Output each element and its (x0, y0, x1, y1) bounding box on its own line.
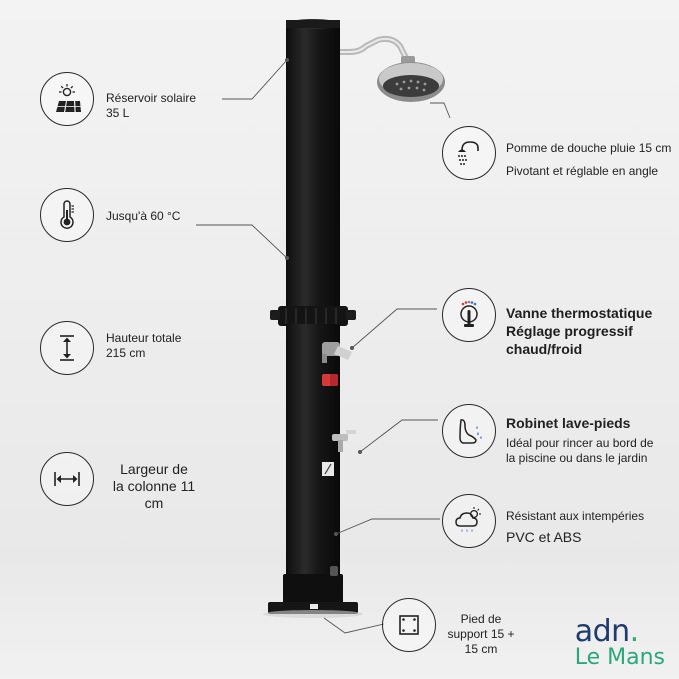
width-arrow-icon (54, 472, 80, 486)
weather-line2: PVC et ABS (506, 529, 582, 545)
base-plate-icon (399, 615, 419, 635)
sun-panel-icon (56, 84, 81, 112)
reservoir-line1: Réservoir solaire (106, 91, 197, 105)
foot-tap (332, 434, 348, 441)
column-base (283, 574, 343, 604)
valve-line3: chaud/froid (506, 341, 583, 357)
width-line1: Largeur de (120, 461, 188, 477)
weather-icon-circle (442, 494, 496, 548)
foot-water-icon (459, 419, 482, 444)
logo-name-text: adn (574, 614, 630, 649)
reservoir-line2: 35 L (106, 106, 130, 120)
leader-lines (196, 59, 451, 634)
foot-tap-line1: Idéal pour rincer au bord de (506, 436, 654, 450)
base-line3: 15 cm (464, 642, 498, 656)
foot-tap-line2: la piscine ou dans le jardin (506, 451, 648, 465)
weather-label: Résistant aux intempéries PVC et ABS (506, 509, 644, 545)
adn-logo: adn. Le Mans (574, 617, 665, 670)
reservoir-icon-circle (40, 72, 94, 126)
logo-city: Le Mans (574, 645, 665, 670)
width-label: Largeur de la colonne 11 cm (104, 461, 204, 512)
shower-head-label: Pomme de douche pluie 15 cm Pivotant et … (506, 141, 671, 179)
logo-dot: . (629, 614, 640, 649)
shower-head-icon-circle (442, 126, 496, 180)
base-label: Pied de support 15 + 15 cm (440, 612, 522, 657)
cloud-rain-icon (455, 507, 481, 532)
reservoir-label: Réservoir solaire 35 L (106, 91, 196, 121)
foot-tap-title: Robinet lave-pieds (506, 415, 631, 431)
valve-handle-icon (460, 300, 478, 327)
temperature-icon-circle (40, 188, 94, 242)
height-line1: Hauteur totale (106, 331, 182, 345)
thermometer-icon (60, 200, 74, 229)
base-icon-circle (382, 598, 436, 652)
base-line1: Pied de (460, 612, 502, 626)
foot-tap-label: Robinet lave-pieds Idéal pour rincer au … (506, 414, 653, 466)
temperature-line1: Jusqu'à 60 °C (106, 209, 181, 223)
width-line2: la colonne 11 (112, 478, 196, 494)
column-collar (278, 306, 348, 326)
foot-tap-icon-circle (442, 404, 496, 458)
shower-head-line2: Pivotant et réglable en angle (506, 164, 659, 178)
valve-line2: Réglage progressif (506, 323, 633, 339)
column-lower (286, 324, 340, 580)
height-icon-circle (40, 321, 94, 375)
shower-head-icon (458, 141, 479, 165)
width-icon-circle (40, 452, 94, 506)
weather-line1: Résistant aux intempéries (506, 509, 645, 523)
height-line2: 215 cm (106, 346, 146, 360)
column-upper (286, 24, 340, 320)
base-line2: support 15 + (447, 627, 515, 641)
valve-label: Vanne thermostatique Réglage progressif … (506, 304, 652, 358)
height-label: Hauteur totale 215 cm (106, 331, 181, 361)
valve-icon-circle (442, 288, 496, 342)
temperature-label: Jusqu'à 60 °C (106, 209, 180, 224)
height-arrow-icon (60, 335, 74, 361)
valve-line1: Vanne thermostatique (506, 305, 653, 321)
logo-name: adn. (575, 617, 665, 647)
valve-handle (334, 346, 352, 360)
width-line3: cm (144, 495, 164, 511)
shower-head-line1: Pomme de douche pluie 15 cm (506, 141, 672, 155)
